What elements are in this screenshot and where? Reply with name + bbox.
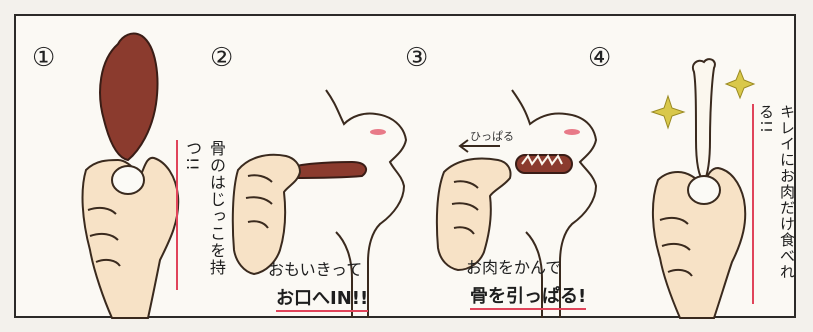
panel-1-drawing bbox=[83, 34, 179, 318]
panel-2-number: ② bbox=[210, 43, 233, 73]
panel-3-caption-line-2: 骨を引っぱる! bbox=[470, 282, 586, 310]
panel-2-caption-line-2: お口へIN!! bbox=[276, 284, 368, 312]
sparkle-icon-2 bbox=[726, 70, 754, 98]
panel-4-drawing bbox=[652, 59, 754, 318]
teeth-icon bbox=[516, 155, 572, 173]
panel-4-number: ④ bbox=[588, 43, 611, 73]
bone-icon bbox=[693, 59, 715, 182]
panel-2-caption-line-1: おもいきって bbox=[268, 256, 362, 280]
panel-3-number: ③ bbox=[405, 43, 428, 73]
panel-1-number: ① bbox=[32, 43, 55, 73]
panel-1-caption: 骨のはじっこを持つ!! bbox=[176, 140, 228, 290]
panel-3-caption-line-1: お肉をかんで bbox=[466, 254, 561, 278]
panel-3-pull-note: ひっぱる bbox=[470, 128, 514, 144]
sparkle-icon bbox=[652, 96, 684, 128]
panel-4-caption: キレイにお肉だけ食べれる!! bbox=[752, 104, 798, 304]
meat-icon bbox=[100, 34, 157, 160]
